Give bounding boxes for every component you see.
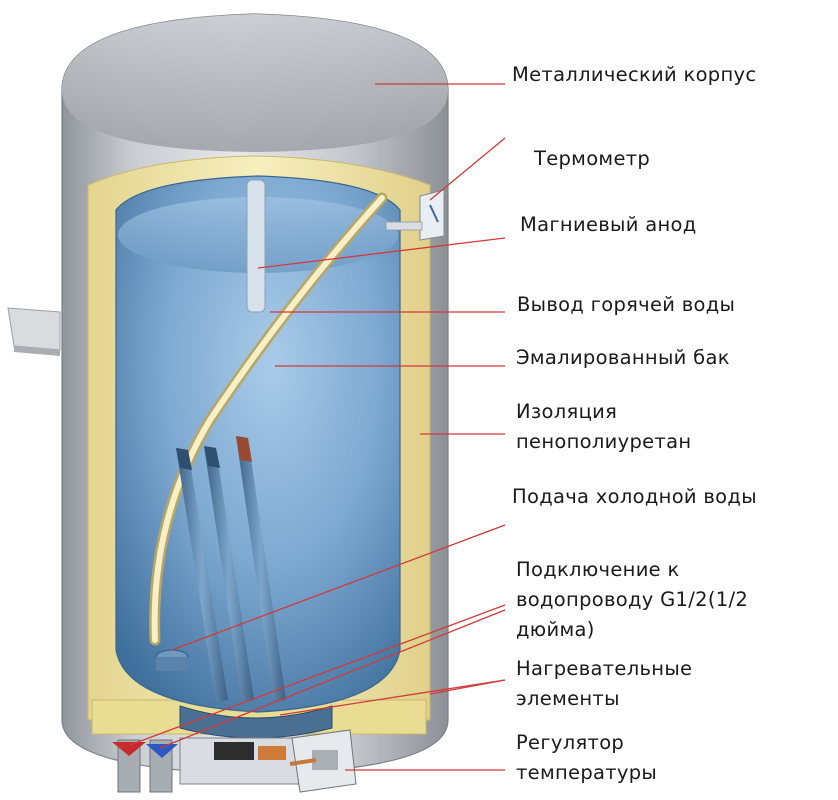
label-connection: Подключение к водопроводу G1/2(1/2 дюйма… <box>516 558 749 641</box>
wall-bracket <box>7 307 61 356</box>
leader-heating <box>279 679 506 716</box>
leader-anode <box>257 237 506 269</box>
leader-cold-inlet <box>171 524 506 651</box>
leader-connection-1 <box>129 604 506 746</box>
label-insulation: Изоляция пенополиуретан <box>516 400 692 453</box>
bottom-flange <box>112 705 333 793</box>
label-thermometer: Термометр <box>534 147 651 170</box>
leader-thermometer <box>429 137 506 201</box>
label-metal-body: Металлический корпус <box>512 63 757 86</box>
label-enamel-tank: Эмалированный бак <box>516 346 730 369</box>
label-magnesium-anode: Магниевый анод <box>520 213 697 236</box>
temperature-regulator <box>289 729 357 793</box>
thermometer-device <box>385 189 445 241</box>
cold-water-inlet <box>155 649 189 671</box>
magnesium-anode <box>246 179 266 313</box>
leader-heating-2 <box>429 679 506 695</box>
label-hot-water-outlet: Вывод горячей воды <box>517 293 736 316</box>
label-temperature-regulator: Регулятор температуры <box>516 731 658 784</box>
leader-connection-2 <box>159 609 506 749</box>
hot-water-pipe <box>149 192 388 646</box>
label-cold-water-inlet: Подача холодной воды <box>512 485 757 508</box>
label-heating-elements: Нагревательные элементы <box>516 657 693 710</box>
leader-lines <box>129 83 506 771</box>
heating-elements <box>176 436 286 702</box>
